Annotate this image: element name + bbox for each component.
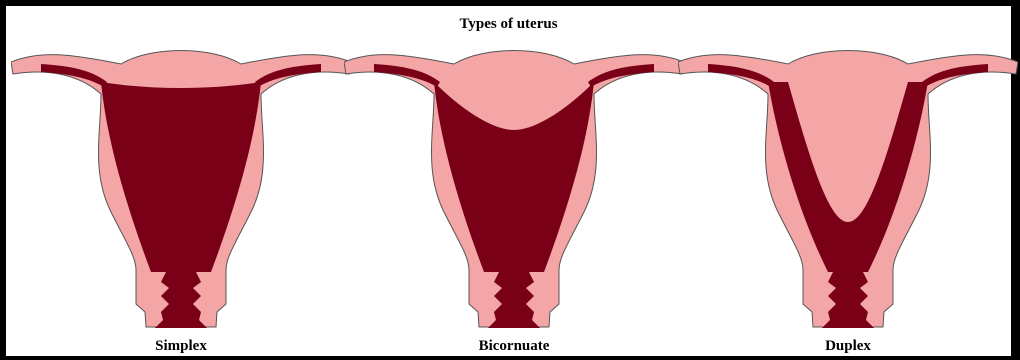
uterus-simplex-illustration xyxy=(11,42,351,342)
figure-title: Types of uterus xyxy=(6,16,1011,33)
uterus-bicornuate-illustration xyxy=(344,42,684,342)
label-simplex: Simplex xyxy=(11,338,351,355)
label-duplex: Duplex xyxy=(678,338,1018,355)
diagram-simplex: Simplex xyxy=(11,42,351,356)
diagram-bicornuate: Bicornuate xyxy=(344,42,684,356)
uterine-cavity xyxy=(101,82,261,272)
uterus-duplex-illustration xyxy=(678,42,1018,342)
figure-frame: Types of uterus Simplex Bicornuate xyxy=(6,6,1011,356)
diagram-duplex: Duplex xyxy=(678,42,1018,356)
label-bicornuate: Bicornuate xyxy=(344,338,684,355)
